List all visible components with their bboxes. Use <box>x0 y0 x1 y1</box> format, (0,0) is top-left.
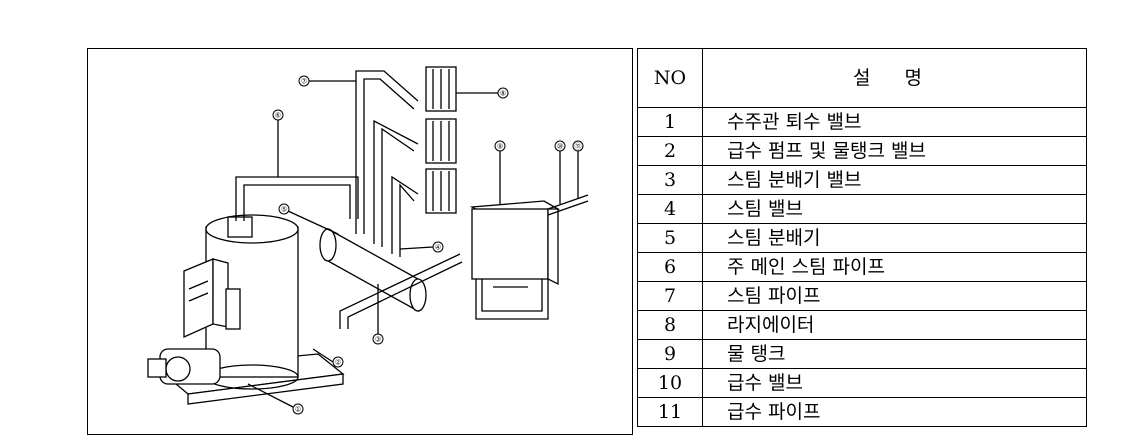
feed-water-pipe <box>547 194 589 210</box>
svg-text:②: ② <box>335 359 341 367</box>
burner <box>147 348 221 385</box>
gauge-glass <box>225 288 241 330</box>
steam-distributor <box>319 227 427 313</box>
row-no: 3 <box>637 165 703 195</box>
header-description: 설 명 <box>702 48 1087 108</box>
callout-11: ⑪ <box>572 140 584 199</box>
row-no: 11 <box>637 397 703 427</box>
svg-text:④: ④ <box>435 244 441 252</box>
row-no: 4 <box>637 194 703 224</box>
row-description: 스팀 밸브 <box>702 194 1087 224</box>
svg-text:①: ① <box>295 406 301 414</box>
boiler-system-diagram: ① ② ③ ④ ⑤ ⑥ ⑦ ⑧ ⑨ ⑩ ⑪ <box>87 48 633 435</box>
callout-3: ③ <box>372 284 384 345</box>
row-description: 라지에이터 <box>702 310 1087 340</box>
svg-text:⑦: ⑦ <box>301 78 307 86</box>
row-no: 5 <box>637 223 703 253</box>
steam-pipe <box>355 70 419 234</box>
row-description: 주 메인 스팀 파이프 <box>702 252 1087 282</box>
callout-9: ⑨ <box>494 140 506 205</box>
row-no: 6 <box>637 252 703 282</box>
row-description: 수주관 퇴수 밸브 <box>702 107 1087 137</box>
return-pipe <box>339 253 461 329</box>
callout-7: ⑦ <box>298 75 356 87</box>
row-description: 스팀 분배기 밸브 <box>702 165 1087 195</box>
callout-5: ⑤ <box>278 203 339 235</box>
water-tank <box>469 200 561 320</box>
control-panel <box>183 258 229 339</box>
row-description: 급수 밸브 <box>702 368 1087 398</box>
svg-text:⑤: ⑤ <box>281 206 287 214</box>
row-no: 8 <box>637 310 703 340</box>
row-no: 9 <box>637 339 703 369</box>
callouts: ① ② ③ ④ ⑤ ⑥ ⑦ ⑧ ⑨ ⑩ ⑪ <box>247 75 584 415</box>
top-valve <box>227 216 253 238</box>
svg-text:⑩: ⑩ <box>557 143 563 151</box>
svg-text:⑪: ⑪ <box>575 143 582 151</box>
row-description: 스팀 파이프 <box>702 281 1087 311</box>
legend-header-row: NO 설 명 <box>637 48 1087 108</box>
callout-10: ⑩ <box>554 140 566 204</box>
svg-text:③: ③ <box>375 336 381 344</box>
svg-text:⑥: ⑥ <box>275 112 281 120</box>
row-description: 스팀 분배기 <box>702 223 1087 253</box>
main-steam-pipe <box>235 176 359 221</box>
row-no: 10 <box>637 368 703 398</box>
row-no: 7 <box>637 281 703 311</box>
row-description: 급수 펌프 및 물탱크 밸브 <box>702 136 1087 166</box>
header-no: NO <box>637 48 703 108</box>
callout-2: ② <box>312 348 344 368</box>
svg-text:⑧: ⑧ <box>500 90 506 98</box>
callout-6: ⑥ <box>272 109 284 177</box>
row-description: 물 탱크 <box>702 339 1087 369</box>
callout-8: ⑧ <box>456 87 509 99</box>
row-description: 급수 파이프 <box>702 397 1087 427</box>
svg-text:⑨: ⑨ <box>497 143 503 151</box>
callout-4: ④ <box>399 241 444 253</box>
callout-1: ① <box>247 383 304 415</box>
row-no: 2 <box>637 136 703 166</box>
radiators <box>425 66 457 214</box>
row-no: 1 <box>637 107 703 137</box>
